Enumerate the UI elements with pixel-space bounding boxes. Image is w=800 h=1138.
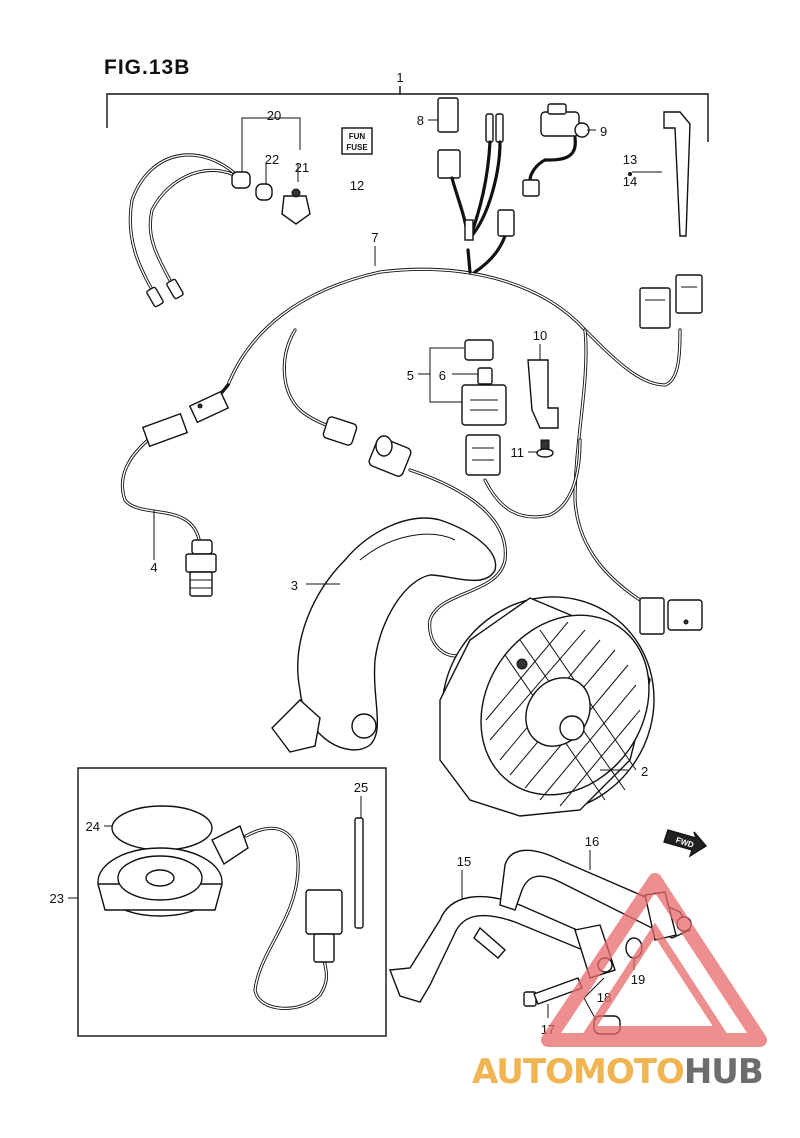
callout-13-14-dot — [628, 172, 632, 176]
callout-7: 7 — [371, 230, 378, 245]
watermark-part-hub: HUB — [683, 1052, 764, 1092]
figure-title: FIG.13B — [104, 56, 191, 79]
callout-16: 16 — [585, 834, 599, 849]
callout-2: 2 — [641, 764, 648, 779]
inset-box-23 — [77, 767, 387, 1037]
forward-direction-badge: FWD — [663, 829, 708, 858]
watermark-part-auto: AUTO — [472, 1052, 574, 1092]
gasket-24 — [111, 805, 213, 851]
wiring-harness — [120, 234, 682, 658]
callout-3: 3 — [291, 578, 298, 593]
watermark-part-moto: MOTO — [572, 1052, 685, 1092]
callout-9: 9 — [600, 124, 607, 139]
cap-assembly-23 — [97, 825, 343, 1010]
leader-20 — [241, 117, 301, 172]
callout-numbers: 1 2 3 4 5 6 7 8 9 10 11 12 13 14 15 16 1… — [50, 70, 649, 1037]
callout-23: 23 — [50, 891, 64, 906]
boot-21 — [281, 188, 311, 225]
relay-connector — [465, 434, 501, 476]
callout-15: 15 — [457, 854, 471, 869]
fuse-holder-8 — [437, 97, 515, 241]
clamp-25 — [354, 817, 364, 929]
harness-connector-fan — [639, 597, 703, 635]
harness-connector-right — [639, 274, 703, 329]
callout-10: 10 — [533, 328, 547, 343]
callout-11: 11 — [511, 445, 525, 460]
callout-4: 4 — [150, 560, 157, 575]
callout-8: 8 — [417, 113, 424, 128]
callout-1: 1 — [396, 70, 403, 85]
fan-shroud-3 — [271, 517, 497, 753]
lead-wire-20 — [128, 153, 251, 308]
clamp-band-13-14 — [663, 111, 691, 237]
watermark-logo — [541, 873, 767, 1047]
fuse-card-line1: FUN — [349, 132, 366, 141]
callout-13: 13 — [623, 152, 637, 167]
callout-14: 14 — [623, 174, 637, 189]
callout-6: 6 — [439, 368, 446, 383]
callout-leaders — [68, 119, 662, 1021]
screw-11 — [536, 439, 554, 458]
callout-25: 25 — [354, 780, 368, 795]
callout-24: 24 — [86, 819, 100, 834]
cap-22 — [255, 183, 273, 201]
harness-connector-left — [141, 390, 230, 448]
thermo-switch-4 — [185, 539, 217, 597]
callout-5: 5 — [407, 368, 414, 383]
callout-19: 19 — [631, 972, 645, 987]
switch-9 — [522, 103, 590, 197]
watermark-text: AUTOMOTOHUB — [472, 1052, 764, 1092]
harness-connector-center — [322, 416, 412, 477]
callout-20: 20 — [267, 108, 281, 123]
fuse-card-12: FUN FUSE — [341, 127, 373, 155]
callout-21: 21 — [295, 160, 309, 175]
cooling-fan-2 — [439, 596, 655, 817]
relay-assembly — [461, 339, 507, 426]
fuse-card-line2: FUSE — [346, 143, 368, 152]
callout-12: 12 — [350, 178, 364, 193]
callout-22: 22 — [265, 152, 279, 167]
assembly-bracket-1 — [106, 86, 709, 142]
relay-bracket-10 — [527, 359, 559, 429]
